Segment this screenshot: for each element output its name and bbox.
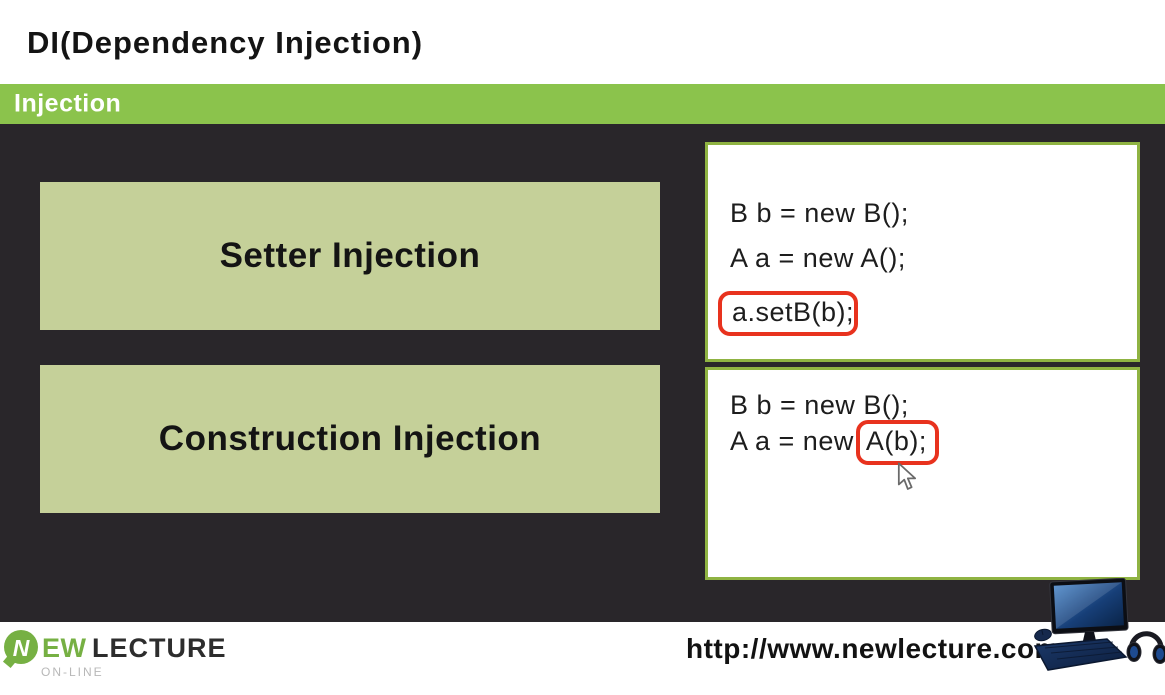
logo-initial: N — [12, 634, 30, 661]
mouse-pointer-icon — [897, 462, 917, 490]
logo-tagline: ON-LINE — [41, 665, 104, 679]
code-line: A a = new A(); — [730, 243, 906, 273]
red-highlight-box: A(b); — [855, 420, 939, 465]
footer: N EW LECTURE ON-LINE http://www.newlectu… — [0, 622, 1165, 695]
setter-injection-label: Setter Injection — [219, 236, 481, 275]
code-line-highlighted: a.setB(b); — [718, 291, 859, 336]
code-line-prefix: A a = new — [730, 426, 854, 456]
logo-text-green: EW — [42, 633, 87, 663]
page-title: DI(Dependency Injection) — [27, 25, 424, 60]
website-url: http://www.newlecture.com — [686, 633, 1060, 664]
construction-injection-box: Construction Injection — [40, 365, 660, 513]
setter-code-panel: B b = new B(); A a = new A(); a.setB(b); — [705, 142, 1140, 362]
setter-injection-box: Setter Injection — [40, 182, 660, 330]
construction-injection-label: Construction Injection — [158, 419, 542, 458]
section-bar-label: Injection — [14, 89, 122, 118]
n-bubble-icon: N — [2, 630, 38, 669]
code-line: B b = new B(); — [730, 390, 909, 420]
code-line-suffix: ; — [846, 297, 855, 327]
red-highlight-box: a.setB(b) — [718, 291, 859, 336]
section-bar: Injection — [0, 84, 1165, 124]
logo-text-dark: LECTURE — [92, 633, 227, 663]
code-line: B b = new B(); — [730, 198, 909, 228]
computer-graphic-icon — [1033, 578, 1165, 671]
